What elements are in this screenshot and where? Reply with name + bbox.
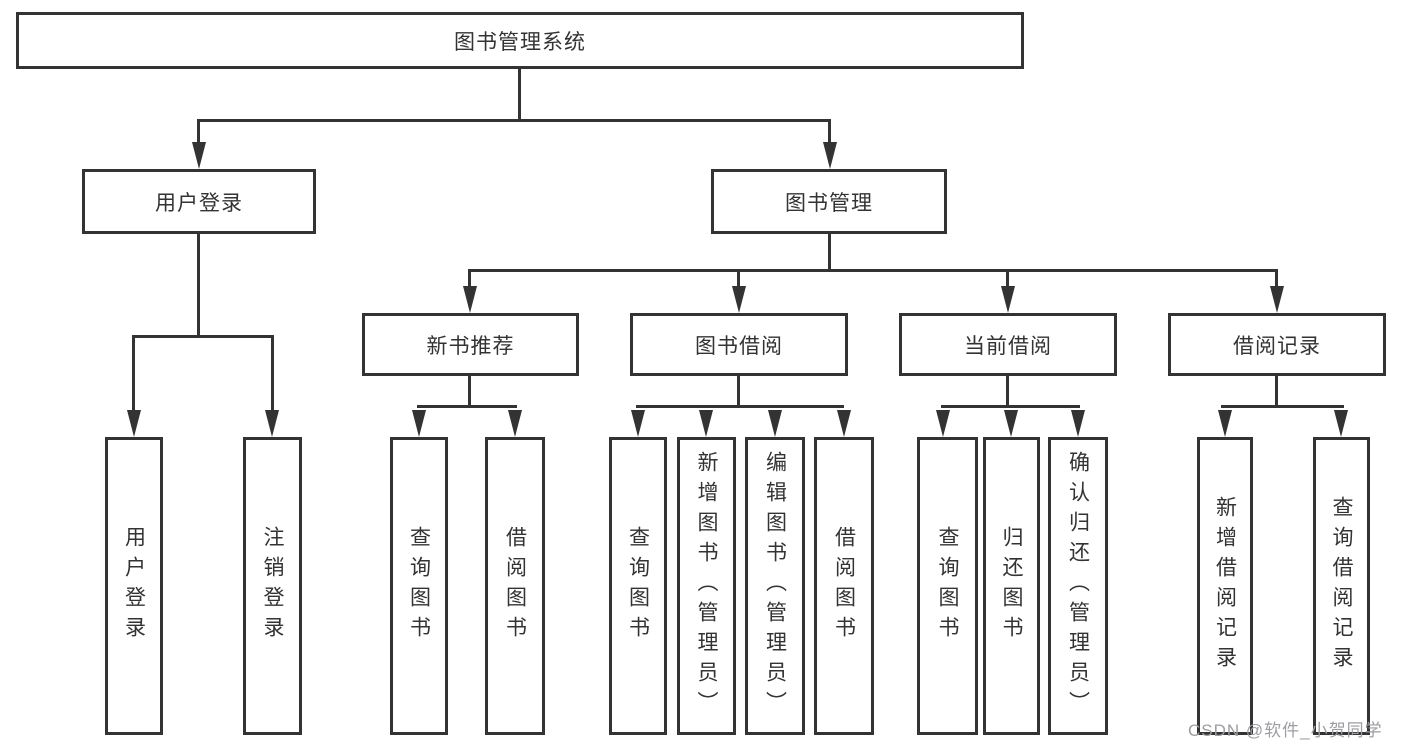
arrow-down-icon [837, 410, 851, 437]
leaf-label: 注销登录 [261, 526, 285, 646]
arrow-down-icon [936, 410, 950, 437]
leaf-add-book-admin: 新增图书（管理员） [677, 437, 736, 735]
node-new-book-recommendation: 新书推荐 [362, 313, 579, 376]
connector-vline [468, 269, 471, 288]
arrow-down-icon [631, 410, 645, 437]
arrow-down-icon [823, 142, 837, 169]
connector-vline [271, 335, 274, 411]
arrow-down-icon [699, 410, 713, 437]
leaf-label: 查询借阅记录 [1330, 496, 1354, 676]
arrow-down-icon [508, 410, 522, 437]
node-user-login: 用户登录 [82, 169, 316, 234]
leaf-label: 确认归还（管理员） [1066, 451, 1090, 721]
arrow-down-icon [127, 410, 141, 437]
arrow-down-icon [1001, 286, 1015, 313]
leaf-query-book-3: 查询图书 [917, 437, 978, 735]
arrow-down-icon [1334, 410, 1348, 437]
connector-vline [1275, 269, 1278, 288]
connector-vline [132, 335, 135, 411]
leaf-borrow-book-2: 借阅图书 [814, 437, 874, 735]
connector-vline [737, 269, 740, 288]
arrow-down-icon [192, 142, 206, 169]
leaf-label: 借阅图书 [503, 526, 527, 646]
connector-vline [1006, 269, 1009, 288]
connector-vline [197, 234, 200, 337]
leaf-edit-book-admin: 编辑图书（管理员） [745, 437, 805, 735]
connector-hline [197, 119, 831, 122]
connector-vline [1006, 376, 1009, 408]
leaf-query-book: 查询图书 [390, 437, 448, 735]
arrow-down-icon [265, 410, 279, 437]
arrow-down-icon [732, 286, 746, 313]
leaf-label: 查询图书 [626, 526, 650, 646]
arrow-down-icon [1071, 410, 1085, 437]
leaf-label: 借阅图书 [832, 526, 856, 646]
node-book-management: 图书管理 [711, 169, 947, 234]
leaf-label: 新增借阅记录 [1213, 496, 1237, 676]
arrow-down-icon [1004, 410, 1018, 437]
connector-vline [737, 376, 740, 408]
leaf-label: 归还图书 [1000, 526, 1024, 646]
arrow-down-icon [1218, 410, 1232, 437]
connector-hline [941, 405, 1080, 408]
leaf-return-book: 归还图书 [983, 437, 1040, 735]
leaf-query-borrow-record: 查询借阅记录 [1313, 437, 1370, 735]
leaf-query-book-2: 查询图书 [609, 437, 667, 735]
arrow-down-icon [463, 286, 477, 313]
connector-vline [828, 234, 831, 272]
leaf-logout-login: 注销登录 [243, 437, 302, 735]
node-library-system: 图书管理系统 [16, 12, 1024, 69]
connector-hline [1221, 405, 1344, 408]
watermark: CSDN @软件_小贺同学 [1188, 721, 1383, 740]
leaf-label: 编辑图书（管理员） [763, 451, 787, 721]
connector-hline [468, 269, 1278, 272]
arrow-down-icon [412, 410, 426, 437]
connector-hline [636, 405, 844, 408]
node-current-borrowing: 当前借阅 [899, 313, 1117, 376]
arrow-down-icon [768, 410, 782, 437]
connector-hline [417, 405, 517, 408]
connector-vline [197, 119, 200, 145]
connector-vline [518, 68, 521, 120]
leaf-label: 查询图书 [936, 526, 960, 646]
leaf-label: 新增图书（管理员） [695, 451, 719, 721]
leaf-add-borrow-record: 新增借阅记录 [1197, 437, 1253, 735]
leaf-label: 用户登录 [122, 526, 146, 646]
connector-vline [828, 119, 831, 145]
arrow-down-icon [1270, 286, 1284, 313]
connector-hline [132, 335, 274, 338]
connector-vline [1275, 376, 1278, 408]
leaf-borrow-book: 借阅图书 [485, 437, 545, 735]
node-book-borrowing: 图书借阅 [630, 313, 848, 376]
leaf-confirm-return-admin: 确认归还（管理员） [1048, 437, 1108, 735]
leaf-user-login: 用户登录 [105, 437, 163, 735]
leaf-label: 查询图书 [407, 526, 431, 646]
node-borrowing-records: 借阅记录 [1168, 313, 1386, 376]
connector-vline [468, 376, 471, 408]
